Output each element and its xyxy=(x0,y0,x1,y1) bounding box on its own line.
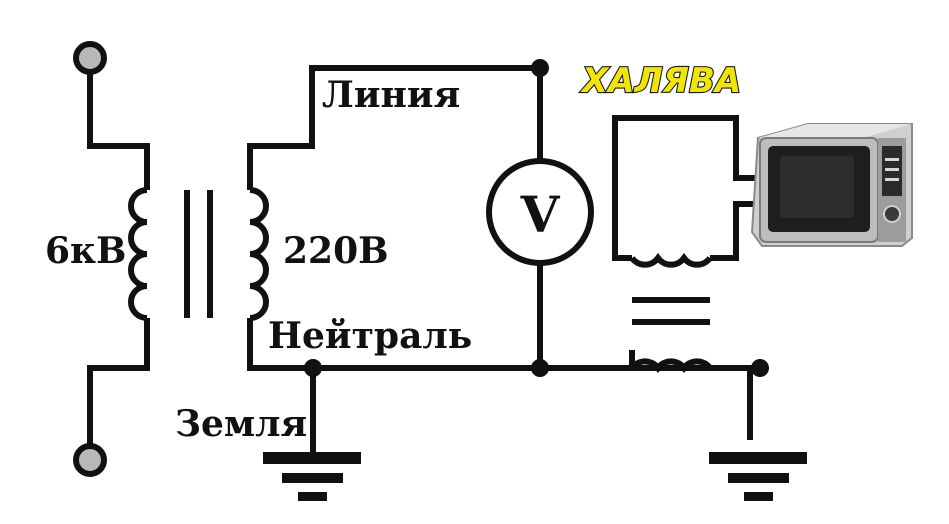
neutral-wire xyxy=(247,318,753,440)
microwave-transformer xyxy=(612,115,760,374)
secondary-winding-circuit xyxy=(247,65,753,452)
microwave-oven-image xyxy=(750,123,913,247)
line-wire xyxy=(247,65,543,190)
ground-symbol-left xyxy=(263,452,361,501)
voltmeter-symbol: V xyxy=(520,185,561,244)
junction-dot xyxy=(304,359,322,377)
title-label: ХАЛЯВА xyxy=(580,61,741,101)
junction-dot xyxy=(531,59,549,77)
microwave-feed-bottom xyxy=(710,201,760,261)
earth-label: Земля xyxy=(175,403,307,445)
junction-dot xyxy=(531,359,549,377)
primary-voltage-label: 6кВ xyxy=(45,230,126,272)
primary-terminal-bottom xyxy=(73,443,107,477)
microwave-feed-top xyxy=(612,115,760,261)
secondary-coil-icon xyxy=(249,187,269,321)
primary-top-wire xyxy=(87,60,150,190)
secondary-voltage-label: 220В xyxy=(283,230,389,272)
primary-bottom-wire xyxy=(87,318,150,458)
lower-coil-icon xyxy=(629,358,713,374)
neutral-label: Нейтраль xyxy=(268,315,472,357)
voltmeter-circle xyxy=(486,158,594,266)
ground-symbol-right xyxy=(709,452,807,501)
primary-terminal-top xyxy=(73,41,107,75)
upper-coil-icon xyxy=(629,252,713,268)
transformer-core xyxy=(184,190,213,318)
junction-dot xyxy=(751,359,769,377)
primary-coil-icon xyxy=(128,187,148,321)
junction-dots xyxy=(304,59,769,377)
line-label: Линия xyxy=(322,74,460,116)
primary-winding-circuit xyxy=(87,60,150,458)
